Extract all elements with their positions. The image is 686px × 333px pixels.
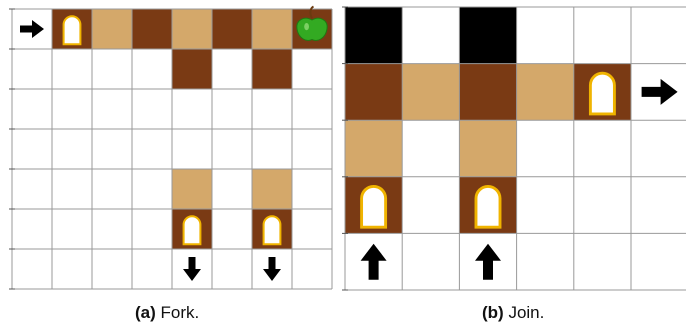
cell-light <box>459 120 517 177</box>
cell-wall <box>459 7 517 64</box>
cell-light <box>252 169 292 209</box>
cell-dark <box>252 49 292 89</box>
arrow-up-icon <box>475 243 501 280</box>
caption-a-text: Fork. <box>155 303 200 322</box>
cell-light <box>172 169 212 209</box>
cell-dark <box>459 63 517 121</box>
arrow-right-icon <box>641 78 678 105</box>
arrow-right-icon <box>20 20 44 38</box>
door-icon <box>474 184 502 229</box>
cell-light <box>516 63 574 121</box>
door-icon <box>262 215 282 246</box>
door-icon <box>62 15 82 46</box>
apple-icon <box>296 5 328 41</box>
caption-b-tag: (b) <box>482 303 504 322</box>
cell-light <box>345 120 403 177</box>
door-icon <box>360 184 388 229</box>
panel-a-fork-grid <box>9 5 333 290</box>
arrow-down-icon <box>263 257 281 281</box>
arrow-down-icon <box>183 257 201 281</box>
door-icon <box>588 71 616 116</box>
cell-light <box>402 63 460 121</box>
caption-a-tag: (a) <box>135 303 156 322</box>
cell-light <box>92 9 132 49</box>
caption-b-text: Join. <box>503 303 545 322</box>
cell-dark <box>345 63 403 121</box>
cell-dark <box>132 9 172 49</box>
cell-light <box>172 9 212 49</box>
cell-dark <box>172 49 212 89</box>
door-icon <box>182 215 202 246</box>
panel-b-join-grid <box>342 6 686 291</box>
cell-wall <box>345 7 403 64</box>
caption-b: (b) Join. <box>482 303 544 323</box>
arrow-up-icon <box>360 243 387 280</box>
caption-a: (a) Fork. <box>135 303 199 323</box>
cell-dark <box>212 9 252 49</box>
cell-light <box>252 9 292 49</box>
